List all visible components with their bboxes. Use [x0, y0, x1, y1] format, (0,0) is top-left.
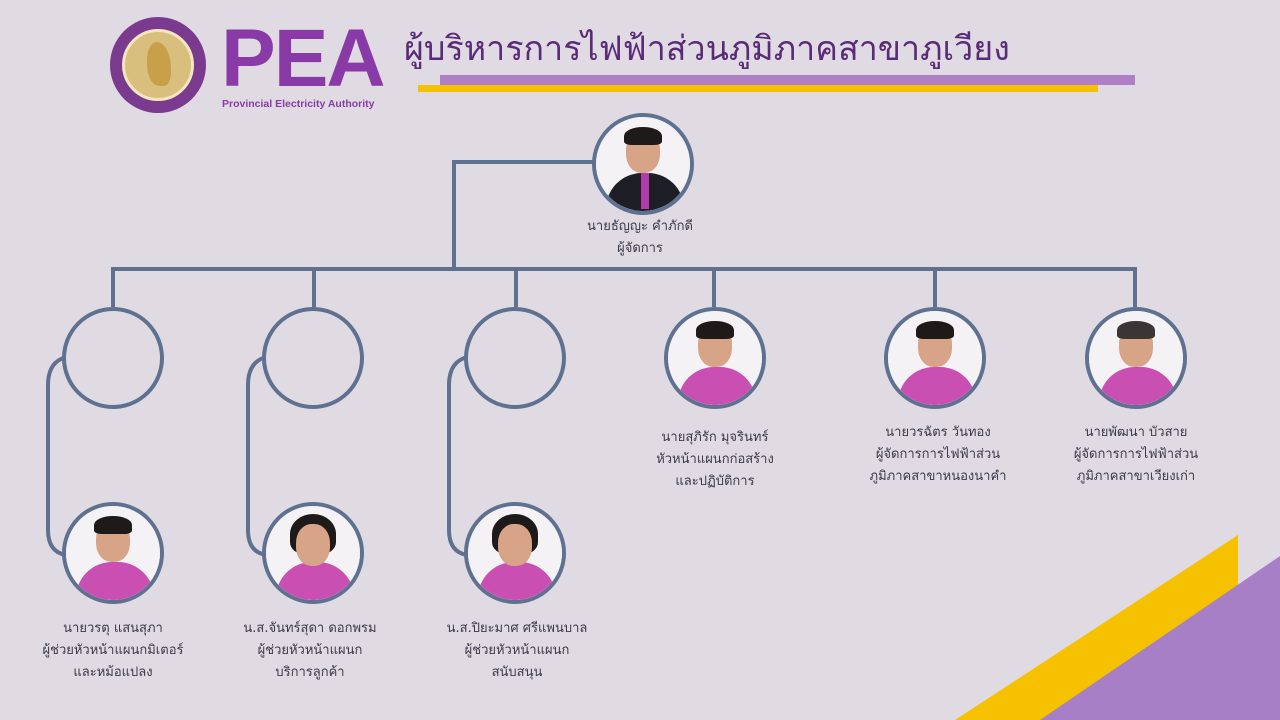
staff-photo-2 [262, 502, 364, 604]
staff-4-name: นายสุภิรัก มุจรินทร์ [661, 430, 769, 445]
manager-role: ผู้จัดการ [617, 241, 663, 256]
manager-name: นายธัญญะ คำภักดี [587, 219, 693, 234]
connector-horizontal-bus [111, 267, 1137, 271]
staff-caption-5: นายวรฉัตร วันทอง ผู้จัดการการไฟฟ้าส่วน ภ… [838, 422, 1038, 488]
manager-caption: นายธัญญะ คำภักดี ผู้จัดการ [540, 216, 740, 260]
staff-photo-6 [1085, 307, 1187, 409]
staff-caption-3: น.ส.ปิยะมาศ ศรีแพนบาล ผู้ช่วยหัวหน้าแผนก… [417, 618, 617, 684]
connector-drop-4 [712, 267, 716, 307]
empty-photo-1 [62, 307, 164, 409]
page-title: ผู้บริหารการไฟฟ้าส่วนภูมิภาคสาขาภูเวียง [404, 29, 1010, 69]
staff-6-role: ผู้จัดการการไฟฟ้าส่วน [1073, 447, 1199, 462]
staff-photo-5 [884, 307, 986, 409]
connector-drop-2 [312, 267, 316, 307]
staff-1-role: ผู้ช่วยหัวหน้าแผนกมิเตอร์ [42, 643, 184, 658]
staff-caption-4: นายสุภิรัก มุจรินทร์ หัวหน้าแผนกก่อสร้าง… [615, 427, 815, 493]
staff-6-name: นายพัฒนา บัวสาย [1084, 425, 1188, 440]
connector-manager-down [452, 160, 456, 271]
staff-5-role-2: ภูมิภาคสาขาหนองนาคำ [869, 469, 1007, 484]
pea-subtitle: Provincial Electricity Authority [222, 98, 375, 110]
pea-seal-logo [110, 17, 206, 113]
staff-3-role-2: สนับสนุน [491, 665, 543, 680]
staff-1-name: นายวรตุ แสนสุภา [63, 621, 163, 636]
title-underline-yellow [418, 85, 1098, 92]
staff-6-role-2: ภูมิภาคสาขาเวียงเก่า [1076, 469, 1196, 484]
empty-photo-2 [262, 307, 364, 409]
staff-2-name: น.ส.จันทร์สุดา ดอกพรม [243, 621, 377, 636]
connector-drop-5 [933, 267, 937, 307]
staff-5-name: นายวรฉัตร วันทอง [885, 425, 991, 440]
connector-drop-3 [514, 267, 518, 307]
connector-drop-6 [1133, 267, 1137, 307]
staff-2-role-2: บริการลูกค้า [275, 665, 345, 680]
staff-3-name: น.ส.ปิยะมาศ ศรีแพนบาล [446, 621, 588, 636]
connector-manager-left [452, 160, 594, 164]
staff-1-role-2: และหม้อแปลง [73, 665, 153, 680]
staff-photo-3 [464, 502, 566, 604]
pea-wordmark: PEA [221, 13, 386, 104]
empty-photo-3 [464, 307, 566, 409]
staff-4-role-2: และปฏิบัติการ [675, 474, 755, 489]
staff-photo-1 [62, 502, 164, 604]
staff-caption-6: นายพัฒนา บัวสาย ผู้จัดการการไฟฟ้าส่วน ภู… [1036, 422, 1236, 488]
staff-5-role: ผู้จัดการการไฟฟ้าส่วน [875, 447, 1001, 462]
title-underline-purple [440, 75, 1135, 85]
manager-photo [592, 113, 694, 215]
staff-caption-1: นายวรตุ แสนสุภา ผู้ช่วยหัวหน้าแผนกมิเตอร… [13, 618, 213, 684]
staff-photo-4 [664, 307, 766, 409]
staff-3-role: ผู้ช่วยหัวหน้าแผนก [464, 643, 570, 658]
staff-4-role: หัวหน้าแผนกก่อสร้าง [656, 452, 774, 467]
staff-caption-2: น.ส.จันทร์สุดา ดอกพรม ผู้ช่วยหัวหน้าแผนก… [210, 618, 410, 684]
staff-2-role: ผู้ช่วยหัวหน้าแผนก [257, 643, 363, 658]
connector-drop-1 [111, 267, 115, 307]
